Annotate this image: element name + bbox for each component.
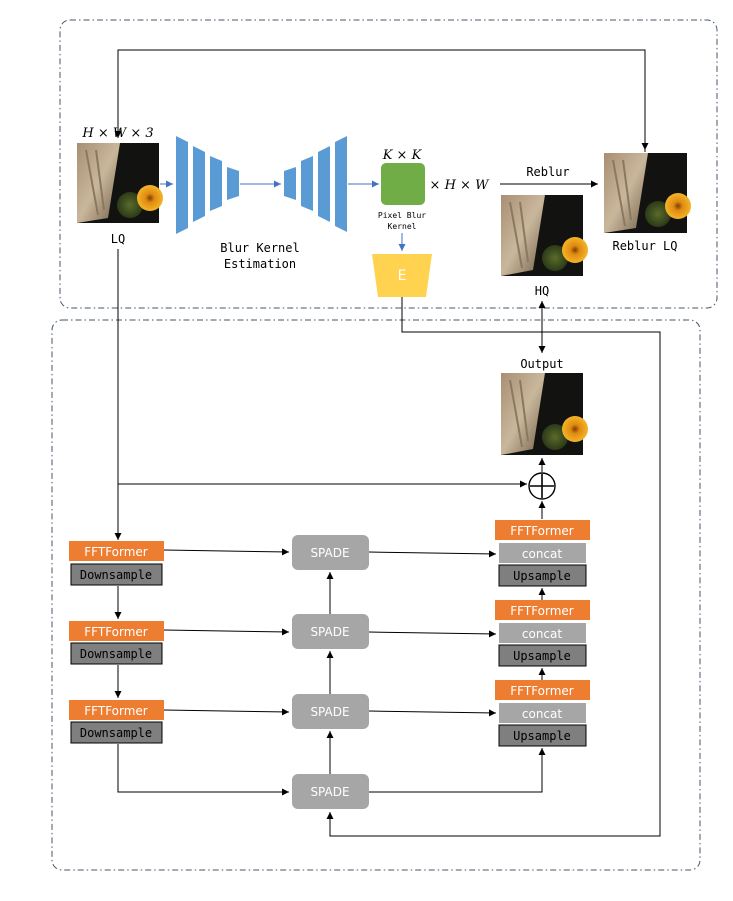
blur-kernel-label-1: Blur Kernel (220, 241, 299, 255)
reblur-label: Reblur (526, 165, 569, 179)
spade2-to-dec2-arrow (368, 630, 497, 638)
dec-fftformer-block-2 (495, 600, 590, 620)
fftformer-block-2 (69, 621, 164, 641)
fftformer-label-2: FFTFormer (84, 625, 148, 639)
spade-block-4 (292, 774, 369, 809)
upsample-label-1: Upsample (513, 569, 571, 583)
blur-kernel-decoder (284, 136, 347, 232)
hq-label: HQ (535, 284, 549, 298)
pixel-blur-label-2: Kernel (388, 222, 417, 231)
spade3-to-dec3-arrow (368, 709, 497, 717)
concat-label-3: concat (522, 707, 562, 721)
spade4-to-upsample3-line (369, 748, 546, 793)
upsample-block-1 (498, 564, 587, 587)
fftformer-block-3 (69, 700, 164, 720)
spade-label-4: SPADE (310, 785, 349, 799)
downsample-label-3: Downsample (80, 726, 152, 740)
upsample-block-2 (498, 644, 587, 667)
kernel-dims-label: K × K (382, 148, 423, 163)
reblur-lq-image (604, 153, 691, 233)
upsample-block-3 (498, 724, 587, 747)
output-label: Output (520, 357, 563, 371)
concat-block-2 (499, 623, 586, 643)
fftformer-block-1 (69, 541, 164, 561)
spade-label-3: SPADE (310, 705, 349, 719)
downsample-block-2 (70, 642, 163, 665)
dec-fftformer-label-3: FFTFormer (510, 684, 574, 698)
hq-image (501, 195, 588, 276)
fftformer-label-3: FFTFormer (84, 704, 148, 718)
spade-block-2 (292, 614, 369, 649)
spade-block-3 (292, 694, 369, 729)
concat-block-1 (499, 543, 586, 563)
spade-block-1 (292, 535, 369, 570)
enc3-to-spade3-arrow (163, 708, 290, 716)
lq-image (77, 143, 163, 223)
fftformer-label-1: FFTFormer (84, 545, 148, 559)
blur-kernel-label-2: Estimation (224, 257, 296, 271)
downsample-block-1 (70, 563, 163, 586)
reblur-lq-label: Reblur LQ (612, 239, 677, 253)
bottleneck-line (117, 744, 289, 796)
encoder-e-box (372, 254, 432, 297)
downsample-label-2: Downsample (80, 647, 152, 661)
downsample-label-1: Downsample (80, 568, 152, 582)
spade1-to-dec1-arrow (368, 550, 497, 558)
pixel-blur-label-1: Pixel Blur (378, 211, 426, 220)
dec-fftformer-label-1: FFTFormer (510, 524, 574, 538)
concat-block-3 (499, 703, 586, 723)
spade-label-1: SPADE (310, 546, 349, 560)
encoder-e-label: E (398, 268, 407, 284)
dec-fftformer-label-2: FFTFormer (510, 604, 574, 618)
lq-label: LQ (111, 232, 125, 246)
output-image (501, 373, 588, 455)
enc2-to-spade2-arrow (163, 628, 290, 636)
upsample-label-3: Upsample (513, 729, 571, 743)
bottom-panel (51, 319, 701, 871)
input-dims-label: H × W × 3 (81, 126, 153, 141)
concat-label-1: concat (522, 547, 562, 561)
kernel-times-label: × H × W (430, 178, 491, 193)
upsample-label-2: Upsample (513, 649, 571, 663)
top-panel (59, 19, 718, 309)
reblur-feedback-line (114, 49, 646, 152)
encoder-feature-line (326, 297, 661, 837)
enc1-to-spade1-arrow (163, 548, 290, 556)
concat-label-2: concat (522, 627, 562, 641)
spade-label-2: SPADE (310, 625, 349, 639)
dec-fftformer-block-3 (495, 680, 590, 700)
dec-fftformer-block-1 (495, 520, 590, 540)
downsample-block-3 (70, 721, 163, 744)
pixel-blur-kernel-box (381, 163, 425, 205)
blur-kernel-encoder (176, 136, 239, 234)
